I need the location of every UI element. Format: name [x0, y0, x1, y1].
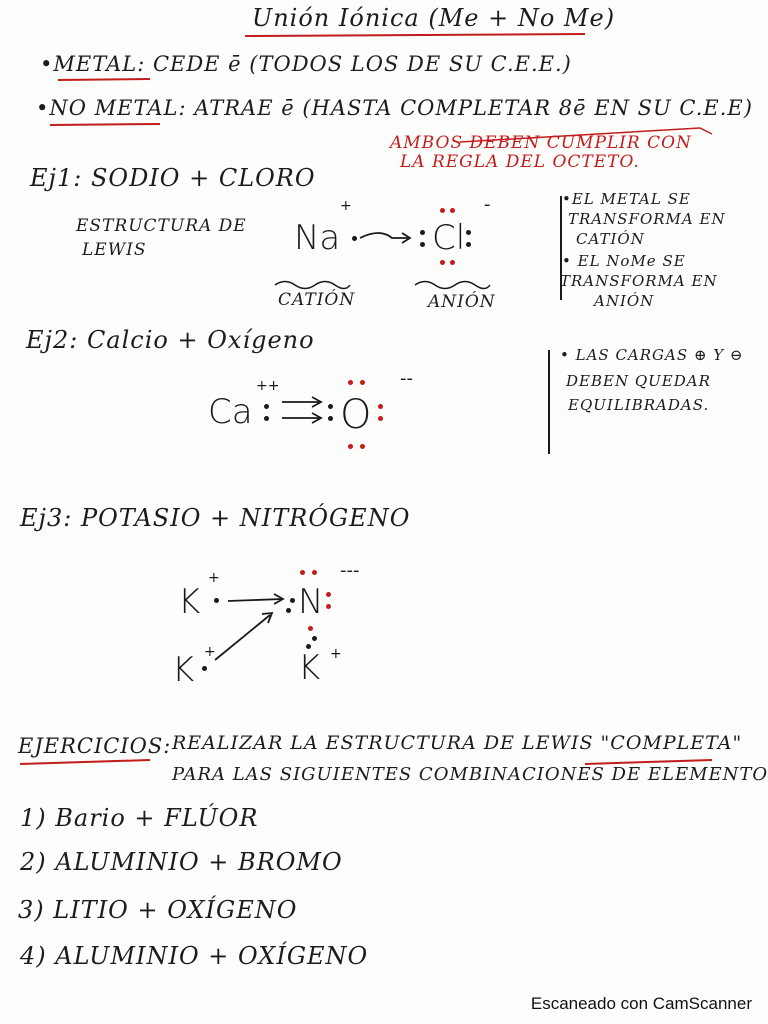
- electron-dot: [264, 404, 269, 409]
- electron-dot: [312, 570, 317, 575]
- electron-dot: [466, 242, 471, 247]
- electron-dot: [440, 260, 445, 265]
- exercises-label: EJERCICIOS:: [18, 734, 172, 758]
- exercise-item-4: 4) ALUMINIO + OXÍGENO: [20, 942, 369, 970]
- ej2-note-b: DEBEN QUEDAR: [566, 372, 711, 390]
- exercises-prompt-line2: PARA LAS SIGUIENTES COMBINACIONES DE ELE…: [172, 764, 768, 785]
- ej1-label-cation: CATIÓN: [278, 290, 356, 310]
- ej1-heading: Ej1: SODIO + CLORO: [30, 164, 316, 192]
- electron-dot: [328, 404, 333, 409]
- exercises-prompt-line1: REALIZAR LA ESTRUCTURA DE LEWIS "COMPLET…: [172, 732, 743, 754]
- electron-dot: [378, 404, 383, 409]
- ej3-nonmetal-charge: ---: [340, 560, 360, 581]
- ej3-heading: Ej3: POTASIO + NITRÓGENO: [20, 504, 411, 532]
- ej1-note-2a: • EL NoMe SE: [562, 252, 686, 270]
- electron-dot: [420, 230, 425, 235]
- ej2-note-a: • LAS CARGAS ⊕ Y ⊖: [560, 346, 744, 364]
- side-divider: [548, 350, 550, 454]
- ej3-metal-charge-top: +: [208, 570, 220, 586]
- electron-dot: [466, 230, 471, 235]
- electron-dot: [420, 242, 425, 247]
- ej1-nonmetal-symbol: Cl: [432, 218, 466, 258]
- ej1-label-anion: ANIÓN: [428, 292, 496, 312]
- ej1-metal-charge: +: [340, 198, 352, 214]
- exercise-item-3: 3) LITIO + OXÍGENO: [18, 896, 298, 924]
- ej1-note-1a: •EL METAL SE: [562, 190, 691, 208]
- electron-dot: [326, 592, 331, 597]
- exercise-item-2: 2) ALUMINIO + BROMO: [20, 848, 343, 876]
- ej3-metal-charge-right: +: [330, 646, 342, 662]
- electron-dot: [352, 236, 357, 241]
- electron-dot: [312, 636, 317, 641]
- ej2-note-c: EQUILIBRADAS.: [568, 396, 710, 414]
- electron-dot: [264, 416, 269, 421]
- ej1-note-1b: TRANSFORMA EN: [568, 210, 726, 228]
- electron-dot: [202, 666, 207, 671]
- ej2-nonmetal-charge: --: [400, 368, 413, 389]
- electron-dot: [450, 260, 455, 265]
- ej2-metal-symbol: Ca: [208, 392, 253, 432]
- ej1-note-2b: TRANSFORMA EN: [560, 272, 718, 290]
- octet-note-line2: LA REGLA DEL OCTETO.: [400, 152, 640, 172]
- electron-dot: [348, 444, 353, 449]
- electron-dot: [378, 416, 383, 421]
- electron-dot: [360, 380, 365, 385]
- electron-dot: [308, 626, 313, 631]
- electron-dot: [300, 570, 305, 575]
- rule-metal: •METAL: CEDE ē (TODOS LOS DE SU C.E.E.): [40, 52, 572, 76]
- page-title: Unión Iónica (Me + No Me): [252, 4, 616, 32]
- ej2-nonmetal-symbol: O: [340, 392, 372, 438]
- electron-dot: [450, 208, 455, 213]
- rule-nometal: •NO METAL: ATRAE ē (HASTA COMPLETAR 8ē E…: [36, 96, 753, 120]
- ej3-nonmetal-symbol: N: [298, 582, 324, 622]
- scanner-watermark: Escaneado con CamScanner: [530, 994, 752, 1013]
- ej3-metal-symbol-bottom: K: [172, 650, 195, 690]
- electron-dot: [286, 608, 291, 613]
- ej1-note-1c: CATIÓN: [576, 230, 645, 248]
- electron-dot: [214, 598, 219, 603]
- ej1-struct-line1: ESTRUCTURA DE: [76, 216, 247, 236]
- electron-dot: [348, 380, 353, 385]
- octet-note-line1: AMBOS DEBEN CUMPLIR CON: [390, 133, 692, 153]
- electron-dot: [328, 416, 333, 421]
- ej2-heading: Ej2: Calcio + Oxígeno: [26, 326, 315, 354]
- ej1-struct-line2: LEWIS: [82, 240, 147, 260]
- electron-dot: [360, 444, 365, 449]
- ej2-metal-charge: ++: [256, 378, 280, 394]
- ej3-metal-charge-bottom: +: [204, 644, 216, 660]
- ej1-note-2c: ANIÓN: [594, 292, 655, 310]
- electron-dot: [306, 644, 311, 649]
- electron-dot: [440, 208, 445, 213]
- ej1-nonmetal-charge: -: [484, 194, 491, 215]
- ej3-metal-symbol-top: K: [178, 582, 201, 622]
- ej1-metal-symbol: Na: [294, 218, 341, 258]
- side-divider: [560, 196, 562, 300]
- electron-dot: [326, 604, 331, 609]
- exercise-item-1: 1) Bario + FLÚOR: [20, 804, 259, 832]
- ej3-metal-symbol-right: K: [298, 648, 321, 688]
- electron-dot: [290, 598, 295, 603]
